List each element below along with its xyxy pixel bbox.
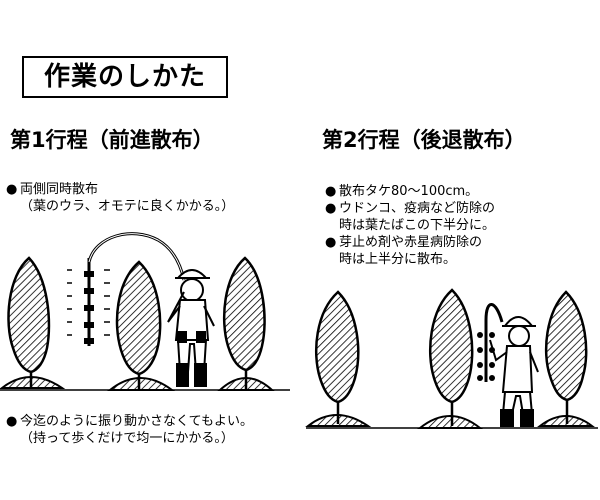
tobacco-plant-icon (428, 288, 474, 426)
bullet-icon: ● (325, 235, 337, 250)
note-line: 芽止め剤や赤星病防除の (339, 235, 483, 250)
tobacco-plant-icon (115, 260, 162, 389)
ground-mound (417, 415, 483, 429)
bullet-icon: ● (325, 184, 337, 199)
tobacco-plant-icon (314, 290, 360, 424)
step2-notes: ●散布タケ80～100cm。 ●ウドンコ、疫病など防除の 時は葉たばこの下半分に… (325, 183, 495, 268)
spray-nozzle-icon (477, 303, 504, 382)
note-line: 時は上半分に散布。 (339, 252, 457, 267)
note-line: 両側同時散布 (20, 182, 99, 197)
note-line: 今迄のように振り動かさなくてもよい。 (20, 414, 253, 429)
list-item: ●ウドンコ、疫病など防除の 時は葉たばこの下半分に。 (325, 200, 495, 234)
step2-title: 第2行程（後退散布） (322, 128, 526, 152)
list-item: ●芽止め剤や赤星病防除の 時は上半分に散布。 (325, 234, 495, 268)
note-line: 散布タケ80～100cm。 (339, 184, 479, 199)
bullet-icon: ● (325, 201, 337, 216)
step1-note: ●両側同時散布 （葉のウラ、オモテに良くかかる。） (6, 181, 234, 215)
bullet-icon: ● (6, 182, 18, 197)
page-title: 作業のしかた (22, 56, 228, 98)
spray-hose (484, 303, 504, 323)
note-line: （葉のウラ、オモテに良くかかる。） (20, 199, 235, 214)
worker-figure-icon (167, 269, 215, 387)
bullet-icon: ● (6, 414, 18, 429)
step2-scene (305, 288, 598, 429)
spray-mist-icon (67, 269, 110, 336)
note-line: ウドンコ、疫病など防除の (339, 201, 496, 216)
step1-scene (0, 232, 290, 391)
step1-title: 第1行程（前進散布） (10, 128, 214, 152)
worker-figure-icon (489, 316, 539, 427)
step1-bottom-note: ●今迄のように振り動かさなくてもよい。 （持って歩くだけで均一にかかる。） (6, 413, 253, 447)
tobacco-plant-icon (544, 290, 588, 424)
tobacco-plant-icon (222, 256, 266, 389)
ground-mound (107, 377, 176, 391)
note-line: （持って歩くだけで均一にかかる。） (20, 431, 234, 446)
spray-nozzle-icon (84, 258, 94, 346)
list-item: ●散布タケ80～100cm。 (325, 183, 495, 200)
tobacco-plant-icon (7, 256, 51, 388)
note-line: 時は葉たばこの下半分に。 (339, 218, 496, 233)
